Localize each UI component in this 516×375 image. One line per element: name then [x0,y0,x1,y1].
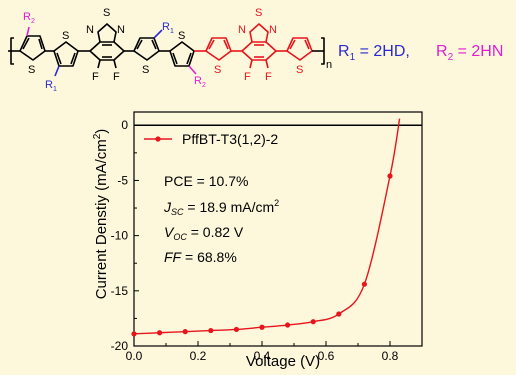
thiophene-ring-3 [133,29,163,61]
sulfur-atom: S [103,7,110,19]
x-axis-ticks: 0.0 0.2 0.4 0.6 0.8 [126,341,423,363]
nitrogen-atom: N [86,24,94,36]
legend: PffBT-T3(1,2)-2 [144,131,278,147]
r2-label: R2 [23,11,35,25]
jv-chart: 0.0 0.2 0.4 0.6 0.8 0 -5 -10 -15 -20 PffBT-T3(1,… [92,111,423,370]
y-tick-label: -20 [111,339,129,353]
x-axis-title: Voltage (V) [246,353,320,370]
y-tick-label: -5 [117,173,128,187]
data-point [285,322,291,328]
jsc-annotation: JSC = 18.9 mA/cm2 [163,198,279,217]
nitrogen-atom: N [117,24,125,36]
x-tick-label: 0.0 [126,349,143,363]
sulfur-atom: S [296,64,303,76]
thiophene-ring-1 [19,26,46,61]
legend-marker [155,136,161,142]
r2-label: R2 [194,75,206,89]
sulfur-atom: S [255,7,262,19]
thiophene-ring-4 [169,41,197,75]
repeat-bracket-right [321,37,325,65]
repeat-index: n [326,59,332,71]
substituent-r2-legend: R2 = 2HN [436,43,503,63]
fluorine-atom: F [92,71,99,83]
data-point [361,281,367,287]
fluorine-atom: F [244,71,251,83]
series-line [133,118,401,335]
x-tick-label: 0.8 [382,349,399,363]
sulfur-atom: S [28,64,35,76]
sulfur-atom: S [214,64,221,76]
y-axis-title: Current Denstiy (mA/cm2) [92,129,110,300]
thiophene-ring-5 [205,37,232,61]
x-tick-label: 0.2 [190,349,207,363]
fluorine-atom: F [265,71,272,83]
pce-annotation: PCE = 10.7% [164,173,248,189]
sulfur-atom: S [142,64,149,76]
data-point [336,311,342,317]
nitrogen-atom: N [269,24,277,36]
legend-label: PffBT-T3(1,2)-2 [182,131,278,147]
y-tick-label: -10 [111,229,129,243]
fluorine-atom: F [113,71,120,83]
y-tick-label: 0 [121,118,128,132]
x-tick-label: 0.4 [254,349,271,363]
y-tick-label: -15 [111,284,129,298]
data-point [233,326,239,333]
thiophene-ring-6 [286,37,313,61]
data-point [157,330,163,336]
sulfur-atom: S [178,30,185,42]
data-point [182,329,188,335]
y-axis-ticks: 0 -5 -10 -15 -20 [111,118,139,353]
r1-label: R1 [45,79,57,93]
plot-frame [133,111,423,347]
ff-annotation: FF = 68.8% [164,249,237,265]
data-point [387,173,393,179]
nitrogen-atom: N [238,24,246,36]
voc-annotation: VOC = 0.82 V [164,224,244,242]
data-point [208,327,214,334]
r1-label: R1 [162,21,174,35]
thiophene-ring-2 [53,41,79,77]
sulfur-atom: S [62,30,69,42]
series-layer [131,118,401,337]
polymer-structure: S R2 S R1 S N N F F [8,7,332,93]
substituent-r1-legend: R1 = 2HD, [338,43,410,63]
data-point [310,319,316,325]
data-point [259,324,265,330]
x-tick-label: 0.6 [318,349,335,363]
data-point [131,331,137,337]
